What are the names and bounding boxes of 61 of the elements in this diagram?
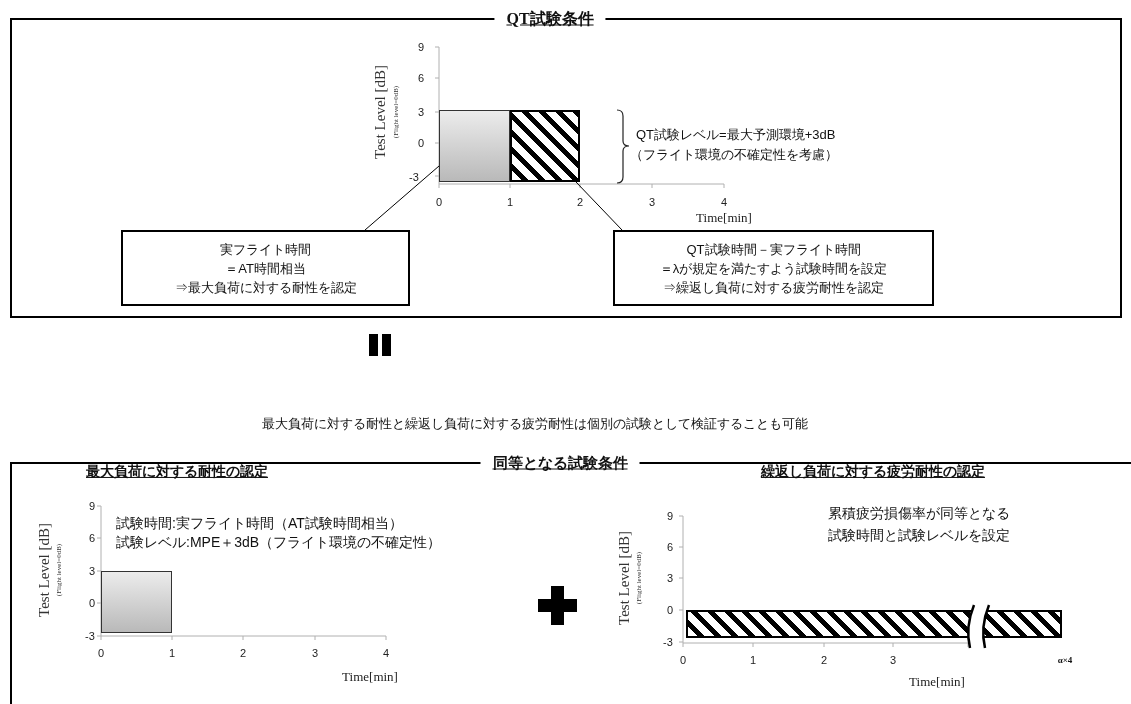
chart-note: 試験時間:実フライト時間（AT試験時間相当） <box>116 514 403 532</box>
tick-label: 0 <box>97 646 105 660</box>
text-box <box>121 230 410 306</box>
chart-note: 試験レベル:MPE＋3dB（フライト環境の不確定性） <box>116 533 442 551</box>
tick-label: 0 <box>435 195 443 209</box>
axis-title: Test Level [dB] <box>372 65 390 159</box>
tick-label: α×4 <box>1057 654 1073 666</box>
tick-label: 1 <box>168 646 176 660</box>
tick-label: 2 <box>239 646 247 660</box>
axis-title: Time[min] <box>909 674 965 690</box>
box-text: ＝AT時間相当 <box>225 259 306 278</box>
axis-title: Time[min] <box>696 210 752 226</box>
tick-label: 0 <box>88 596 96 610</box>
tick-label: -3 <box>409 170 419 184</box>
leader-line <box>364 165 440 231</box>
hatched-bar <box>510 110 580 182</box>
tick-label: 9 <box>417 40 425 54</box>
tick-label: 3 <box>666 571 674 585</box>
note: 最大負荷に対する耐性と繰返し負荷に対する疲労耐性は個別の試験として検証することも可能 <box>262 416 808 432</box>
box-text: 実フライト時間 <box>220 240 311 259</box>
tick-label: 3 <box>648 195 656 209</box>
tick-label: 3 <box>417 105 425 119</box>
tick-label: 3 <box>88 564 96 578</box>
tick-label: 0 <box>417 136 425 150</box>
tick-label: 1 <box>749 653 757 667</box>
tick-label: 3 <box>889 653 897 667</box>
hatched-bar <box>686 610 1062 638</box>
tick-label: 2 <box>576 195 584 209</box>
tick-label: 9 <box>666 509 674 523</box>
box-text: ⇒繰返し負荷に対する疲労耐性を認定 <box>663 278 884 297</box>
shaded-bar <box>101 571 172 633</box>
tick-label: 2 <box>820 653 828 667</box>
section-heading: 繰返し負荷に対する疲労耐性の認定 <box>761 462 985 480</box>
panel-title: 同等となる試験条件 <box>480 453 640 473</box>
panel-title: QT試験条件 <box>494 8 606 30</box>
text-box <box>613 230 934 306</box>
section-heading: 最大負荷に対する耐性の認定 <box>86 462 268 480</box>
tick-label: 4 <box>720 195 728 209</box>
tick-label: 0 <box>679 653 687 667</box>
tick-label: -3 <box>663 635 673 649</box>
tick-label: 1 <box>506 195 514 209</box>
box-text: QT試験時間－実フライト時間 <box>686 240 861 259</box>
axis-title: Test Level [dB] <box>36 523 54 617</box>
tick-label: -3 <box>85 629 95 643</box>
note: QT試験レベル=最大予測環境+3dB <box>636 127 836 143</box>
tick-label: 3 <box>311 646 319 660</box>
shaded-bar <box>439 110 510 182</box>
box-text: ＝λが規定を満たすよう試験時間を設定 <box>659 259 888 278</box>
tick-label: 4 <box>382 646 390 660</box>
axis-title: Test Level [dB] <box>616 531 634 625</box>
axis-title: Time[min] <box>342 669 398 685</box>
chart-note: 試験時間と試験レベルを設定 <box>828 526 1010 544</box>
tick-label: 0 <box>666 603 674 617</box>
chart-note: 累積疲労損傷率が同等となる <box>828 504 1010 522</box>
box-text: ⇒最大負荷に対する耐性を認定 <box>174 278 357 297</box>
tick-label: 9 <box>88 499 96 513</box>
tick-label: 6 <box>417 71 425 85</box>
tick-label: 6 <box>666 540 674 554</box>
note: （フライト環境の不確定性を考慮） <box>630 147 838 163</box>
leader-line <box>575 181 623 231</box>
tick-label: 6 <box>88 531 96 545</box>
